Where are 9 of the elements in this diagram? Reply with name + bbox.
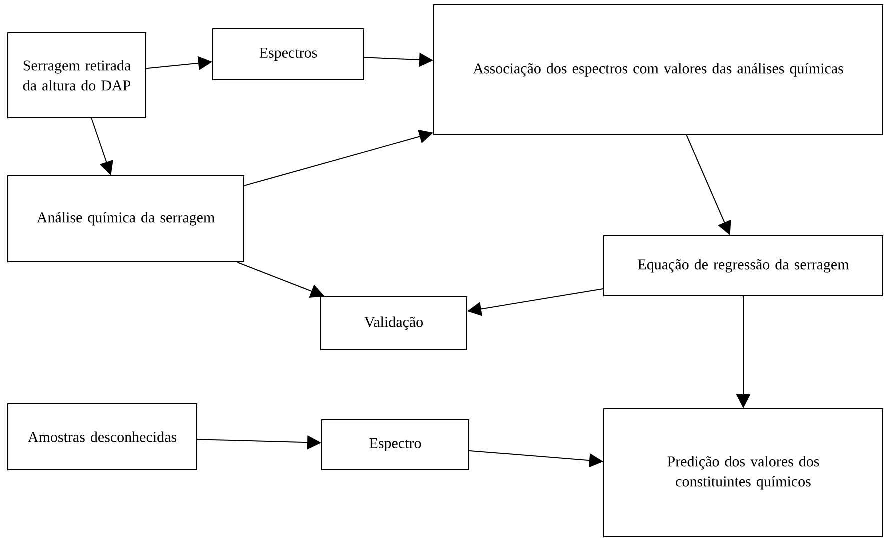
process-box: Validação	[320, 296, 468, 350]
process-box: Amostras desconhecidas	[8, 404, 198, 470]
process-box: Espectro	[322, 420, 470, 470]
process-box: Equação de regressão da serragem	[604, 236, 884, 296]
process-box: Espectros	[212, 28, 364, 80]
process-box: Predição dos valores dos constituintes químicos	[604, 408, 884, 538]
process-box: Associação dos espectros com valores das análises químicas	[434, 4, 884, 136]
process-box: Análise química da serragem	[8, 176, 244, 262]
process-box: Serragem retirada da altura do DAP	[8, 32, 146, 118]
